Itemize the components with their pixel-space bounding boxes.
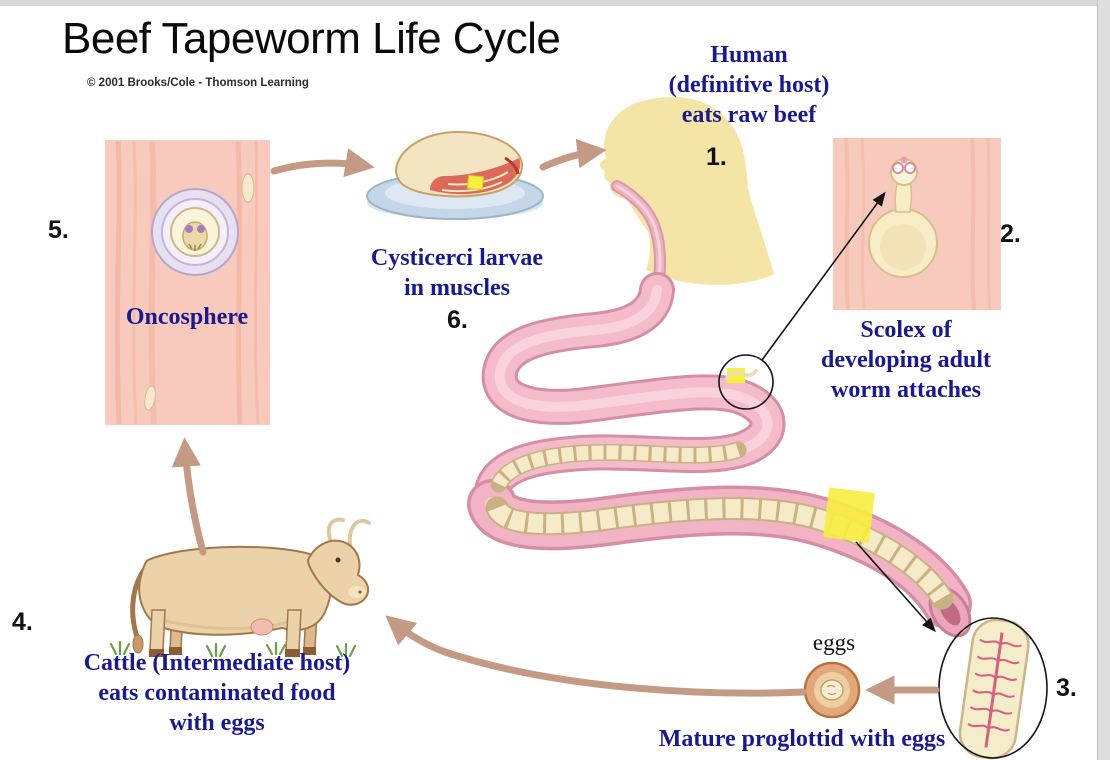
oncosphere-panel bbox=[105, 140, 270, 425]
copyright-text: © 2001 Brooks/Cole - Thomson Learning bbox=[87, 77, 309, 89]
highlight-square-meat bbox=[466, 174, 485, 191]
flow-arrows bbox=[171, 138, 940, 705]
label-cattle: Cattle (Intermediate host) eats contamin… bbox=[47, 648, 387, 738]
label-scolex: Scolex of developing adult worm attaches bbox=[786, 315, 1026, 405]
pointer-to-scolex-panel bbox=[761, 191, 886, 361]
label-line: Mature proglottid with eggs bbox=[658, 726, 946, 752]
eggs-illustration bbox=[803, 661, 861, 719]
step-number-5: 5. bbox=[48, 216, 69, 244]
cow-illustration bbox=[109, 517, 371, 658]
label-oncosphere: Oncosphere bbox=[98, 302, 276, 332]
step-number-6: 6. bbox=[447, 306, 468, 334]
step-number-4: 4. bbox=[12, 608, 33, 636]
label-line: eats contaminated food bbox=[98, 680, 336, 706]
tapeworm bbox=[485, 368, 954, 610]
label-line: Oncosphere bbox=[125, 304, 249, 330]
proglottid-zoom bbox=[938, 617, 1048, 760]
human-figure bbox=[599, 97, 774, 285]
scolex-attachment-circle bbox=[718, 354, 774, 410]
arrow-oncosphere-to-meat bbox=[270, 148, 375, 178]
label-proglottid: Mature proglottid with eggs bbox=[612, 724, 992, 754]
label-line: eats raw beef bbox=[681, 102, 817, 128]
cow-udder bbox=[250, 618, 274, 636]
arrow-meat-to-human bbox=[539, 138, 607, 171]
label-line: Cattle (Intermediate host) bbox=[83, 650, 351, 676]
cow-horn bbox=[347, 518, 371, 547]
highlight-square-proglottid bbox=[823, 487, 875, 543]
label-line: eggs bbox=[812, 630, 856, 655]
label-human-host: Human (definitive host) eats raw beef bbox=[618, 40, 880, 130]
meat-plate bbox=[366, 130, 544, 220]
proglottid-zoom-ellipse bbox=[938, 617, 1048, 759]
window-right-border bbox=[1097, 0, 1110, 760]
scolex-panel bbox=[833, 137, 1001, 311]
label-line: Cysticerci larvae bbox=[370, 245, 544, 271]
label-line: worm attaches bbox=[831, 377, 981, 403]
step-number-3: 3. bbox=[1056, 674, 1077, 702]
label-line: Scolex of bbox=[860, 317, 952, 343]
label-eggs: eggs bbox=[804, 628, 864, 658]
arrow-eggs-to-cattle bbox=[385, 615, 807, 697]
step-number-2: 2. bbox=[1000, 220, 1021, 248]
scolex-drawing bbox=[868, 156, 938, 278]
diagram-title: Beef Tapeworm Life Cycle bbox=[62, 14, 561, 63]
step-number-1: 1. bbox=[706, 143, 727, 171]
pointer-to-proglottid-zoom bbox=[855, 541, 936, 633]
label-line: developing adult bbox=[820, 347, 992, 373]
label-line: Human bbox=[710, 42, 788, 68]
label-cysticerci: Cysticerci larvae in muscles bbox=[337, 243, 577, 303]
young-worm-squiggle bbox=[725, 369, 758, 380]
label-line: in muscles bbox=[403, 275, 510, 301]
intestine-coils bbox=[473, 272, 786, 522]
oncosphere-drawing bbox=[151, 188, 239, 276]
window-top-border bbox=[0, 0, 1110, 6]
arrow-cattle-to-oncosphere bbox=[171, 437, 207, 556]
grass-tufts bbox=[109, 640, 357, 658]
annotation-pointers bbox=[718, 191, 936, 633]
label-line: (definitive host) bbox=[668, 72, 830, 98]
cow-body bbox=[138, 545, 333, 636]
label-line: with eggs bbox=[169, 710, 265, 736]
